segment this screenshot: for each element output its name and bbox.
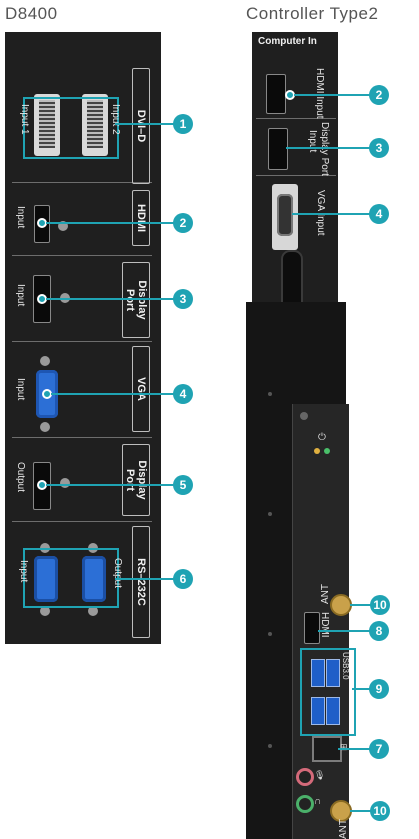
callout-line-3	[46, 298, 176, 300]
screw	[40, 422, 50, 432]
usb-port-4	[326, 697, 340, 725]
callout-line-r10b	[350, 810, 372, 812]
chassis-hole	[268, 512, 272, 516]
computer-in-label: Computer In	[258, 36, 317, 47]
callout-badge-r2: 2	[369, 85, 389, 105]
usb-port-3	[311, 697, 325, 725]
callout-line-4	[51, 393, 176, 395]
screw	[88, 606, 98, 616]
callout-badge-r10a: 10	[370, 595, 390, 615]
callout-line-r8	[318, 630, 372, 632]
chassis-hole	[268, 632, 272, 636]
rs232c-output-label: Output	[112, 558, 123, 589]
divider	[12, 255, 152, 256]
controller-hdmi-port	[266, 74, 286, 114]
callout-badge-1: 1	[173, 114, 193, 134]
controller-hdmi-output-port	[304, 612, 320, 644]
callout-badge-r10b: 10	[370, 801, 390, 821]
usb3-label: USB3.0	[341, 652, 350, 680]
power-icon: ⏻	[318, 432, 326, 443]
dvi-highlight-box	[23, 97, 119, 159]
controller-vga-port	[277, 194, 293, 236]
dvi-port-input-1	[34, 94, 60, 156]
usb-highlight-box	[300, 648, 356, 736]
controller-displayport-port	[268, 128, 288, 170]
callout-line-5	[46, 484, 176, 486]
rs232c-highlight-box	[23, 548, 119, 608]
screw	[60, 478, 70, 488]
divider	[256, 175, 336, 176]
callout-badge-r4: 4	[369, 204, 389, 224]
rs232c-input-port	[34, 556, 58, 602]
screw	[40, 606, 50, 616]
callout-line-r9	[352, 688, 372, 690]
chassis-hole	[268, 744, 272, 748]
ant-label-top: ANT	[320, 584, 331, 604]
callout-badge-2: 2	[173, 213, 193, 233]
divider	[12, 182, 152, 183]
mic-jack	[296, 768, 314, 786]
callout-line-2	[46, 222, 176, 224]
rs232c-input-label: Input	[18, 560, 29, 583]
divider	[256, 118, 336, 119]
status-led-green	[324, 448, 330, 454]
audio-out-jack	[296, 795, 314, 813]
section-label-hdmi: HDMI	[132, 190, 150, 246]
callout-line-1	[115, 123, 175, 125]
chassis-hole	[268, 392, 272, 396]
rs232c-output-port	[82, 556, 106, 602]
screw	[58, 221, 68, 231]
headphone-icon: ∩	[314, 796, 322, 807]
callout-line-6	[115, 578, 175, 580]
callout-line-r7	[338, 748, 372, 750]
dvi-port-input-2	[82, 94, 108, 156]
hdmi-label-lower: HDMI	[319, 612, 330, 638]
callout-line-r10a	[350, 604, 372, 606]
status-led-yellow	[314, 448, 320, 454]
callout-badge-4: 4	[173, 384, 193, 404]
callout-badge-r3: 3	[369, 138, 389, 158]
section-label-rs232c: RS–232C	[132, 526, 150, 638]
callout-line-r3	[286, 147, 372, 149]
divider	[12, 341, 152, 342]
screw	[40, 356, 50, 366]
callout-badge-r9: 9	[369, 679, 389, 699]
section-label-display-port: Display Port	[122, 262, 150, 338]
d8400-title: D8400	[5, 4, 58, 23]
input-2-label: Input 2	[110, 104, 121, 135]
section-label-dvi: DVI–D	[132, 68, 150, 184]
network-icon: ⊞	[340, 742, 348, 752]
divider	[12, 521, 152, 522]
callout-badge-r8: 8	[369, 621, 389, 641]
screw	[300, 412, 308, 420]
antenna-connector-top	[330, 594, 352, 616]
callout-badge-3: 3	[173, 289, 193, 309]
hdmi-input-label: Input	[15, 206, 26, 229]
divider	[12, 437, 152, 438]
dp-output-label: Output	[15, 462, 26, 493]
usb-port-2	[326, 659, 340, 687]
controller-type2-title: Controller Type2	[246, 4, 379, 23]
section-label-vga: VGA	[132, 346, 150, 432]
ant-label-bottom: ANT	[338, 819, 349, 839]
vga-input-label: Input	[15, 378, 26, 401]
callout-badge-6: 6	[173, 569, 193, 589]
dp-input-label: Input	[15, 284, 26, 307]
callout-badge-5: 5	[173, 475, 193, 495]
callout-badge-r7: 7	[369, 739, 389, 759]
input-1-label: Input 1	[19, 104, 30, 135]
section-label-display-port-output: Display Port	[122, 444, 150, 516]
callout-line-r4	[292, 213, 372, 215]
controller-card	[292, 404, 349, 839]
callout-line-r2	[294, 94, 372, 96]
microphone-icon: 🎙	[314, 770, 326, 780]
usb-port-1	[311, 659, 325, 687]
